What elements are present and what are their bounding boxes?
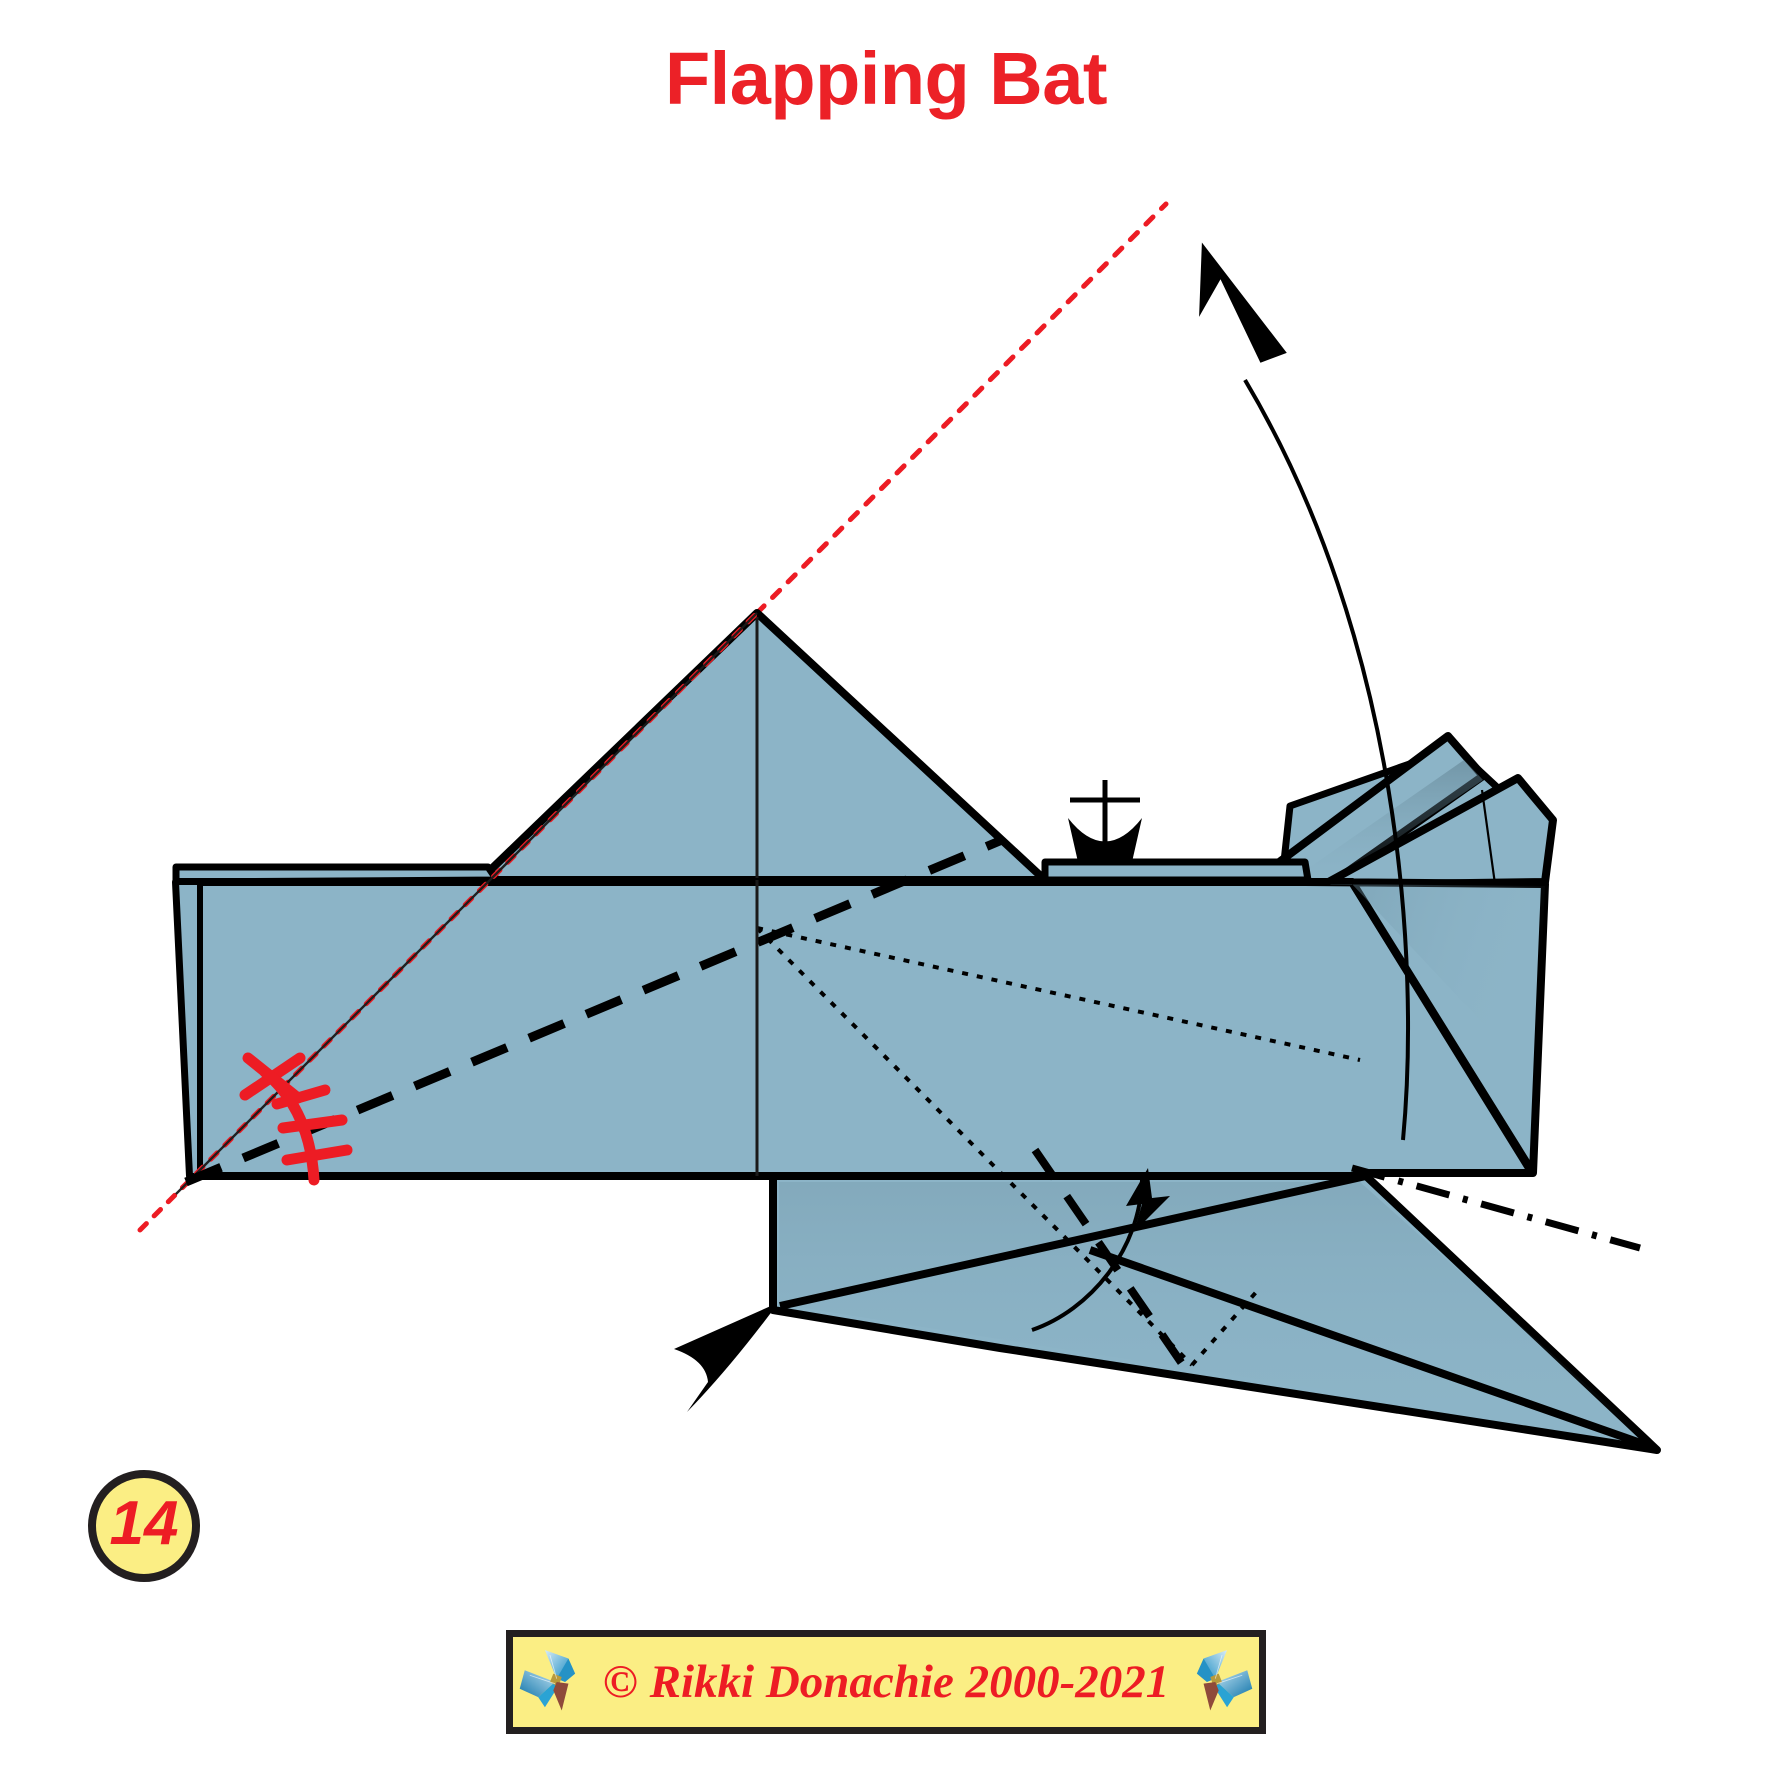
step-number-badge: 14 bbox=[88, 1470, 200, 1582]
paper-top-triangle bbox=[476, 609, 1049, 884]
hidden-edges bbox=[755, 926, 1361, 1367]
valley-fold-lower-flap bbox=[1031, 1147, 1189, 1371]
crease-lower-flap-tip bbox=[1088, 1246, 1657, 1452]
reference-line-upper bbox=[754, 201, 1169, 616]
reference-line-lower bbox=[137, 610, 760, 1233]
step-number-label: 14 bbox=[109, 1489, 179, 1558]
butterfly-icon bbox=[1197, 1650, 1253, 1711]
crease-right-flap bbox=[1480, 789, 1497, 885]
fold-arrow-small[interactable] bbox=[1031, 1168, 1170, 1332]
mountain-fold-right bbox=[1351, 1164, 1641, 1252]
flat-arrowhead-left bbox=[674, 1305, 773, 1412]
paper-lower-flap bbox=[769, 1172, 1661, 1454]
copyright-text: © Rikki Donachie 2000-2021 bbox=[602, 1655, 1170, 1708]
page-title: Flapping Bat bbox=[664, 37, 1108, 120]
copyright-banner: © Rikki Donachie 2000-2021 bbox=[506, 1630, 1266, 1734]
butterfly-icon bbox=[519, 1650, 575, 1711]
push-here-symbol bbox=[1068, 780, 1142, 862]
paper-right-point bbox=[1301, 878, 1549, 1177]
equal-angle-marker bbox=[239, 1052, 353, 1186]
fold-arrow-large[interactable] bbox=[1194, 237, 1410, 1141]
paper-main-body bbox=[172, 878, 1536, 1180]
crease-lower-flap-diagonal bbox=[779, 1172, 1367, 1310]
